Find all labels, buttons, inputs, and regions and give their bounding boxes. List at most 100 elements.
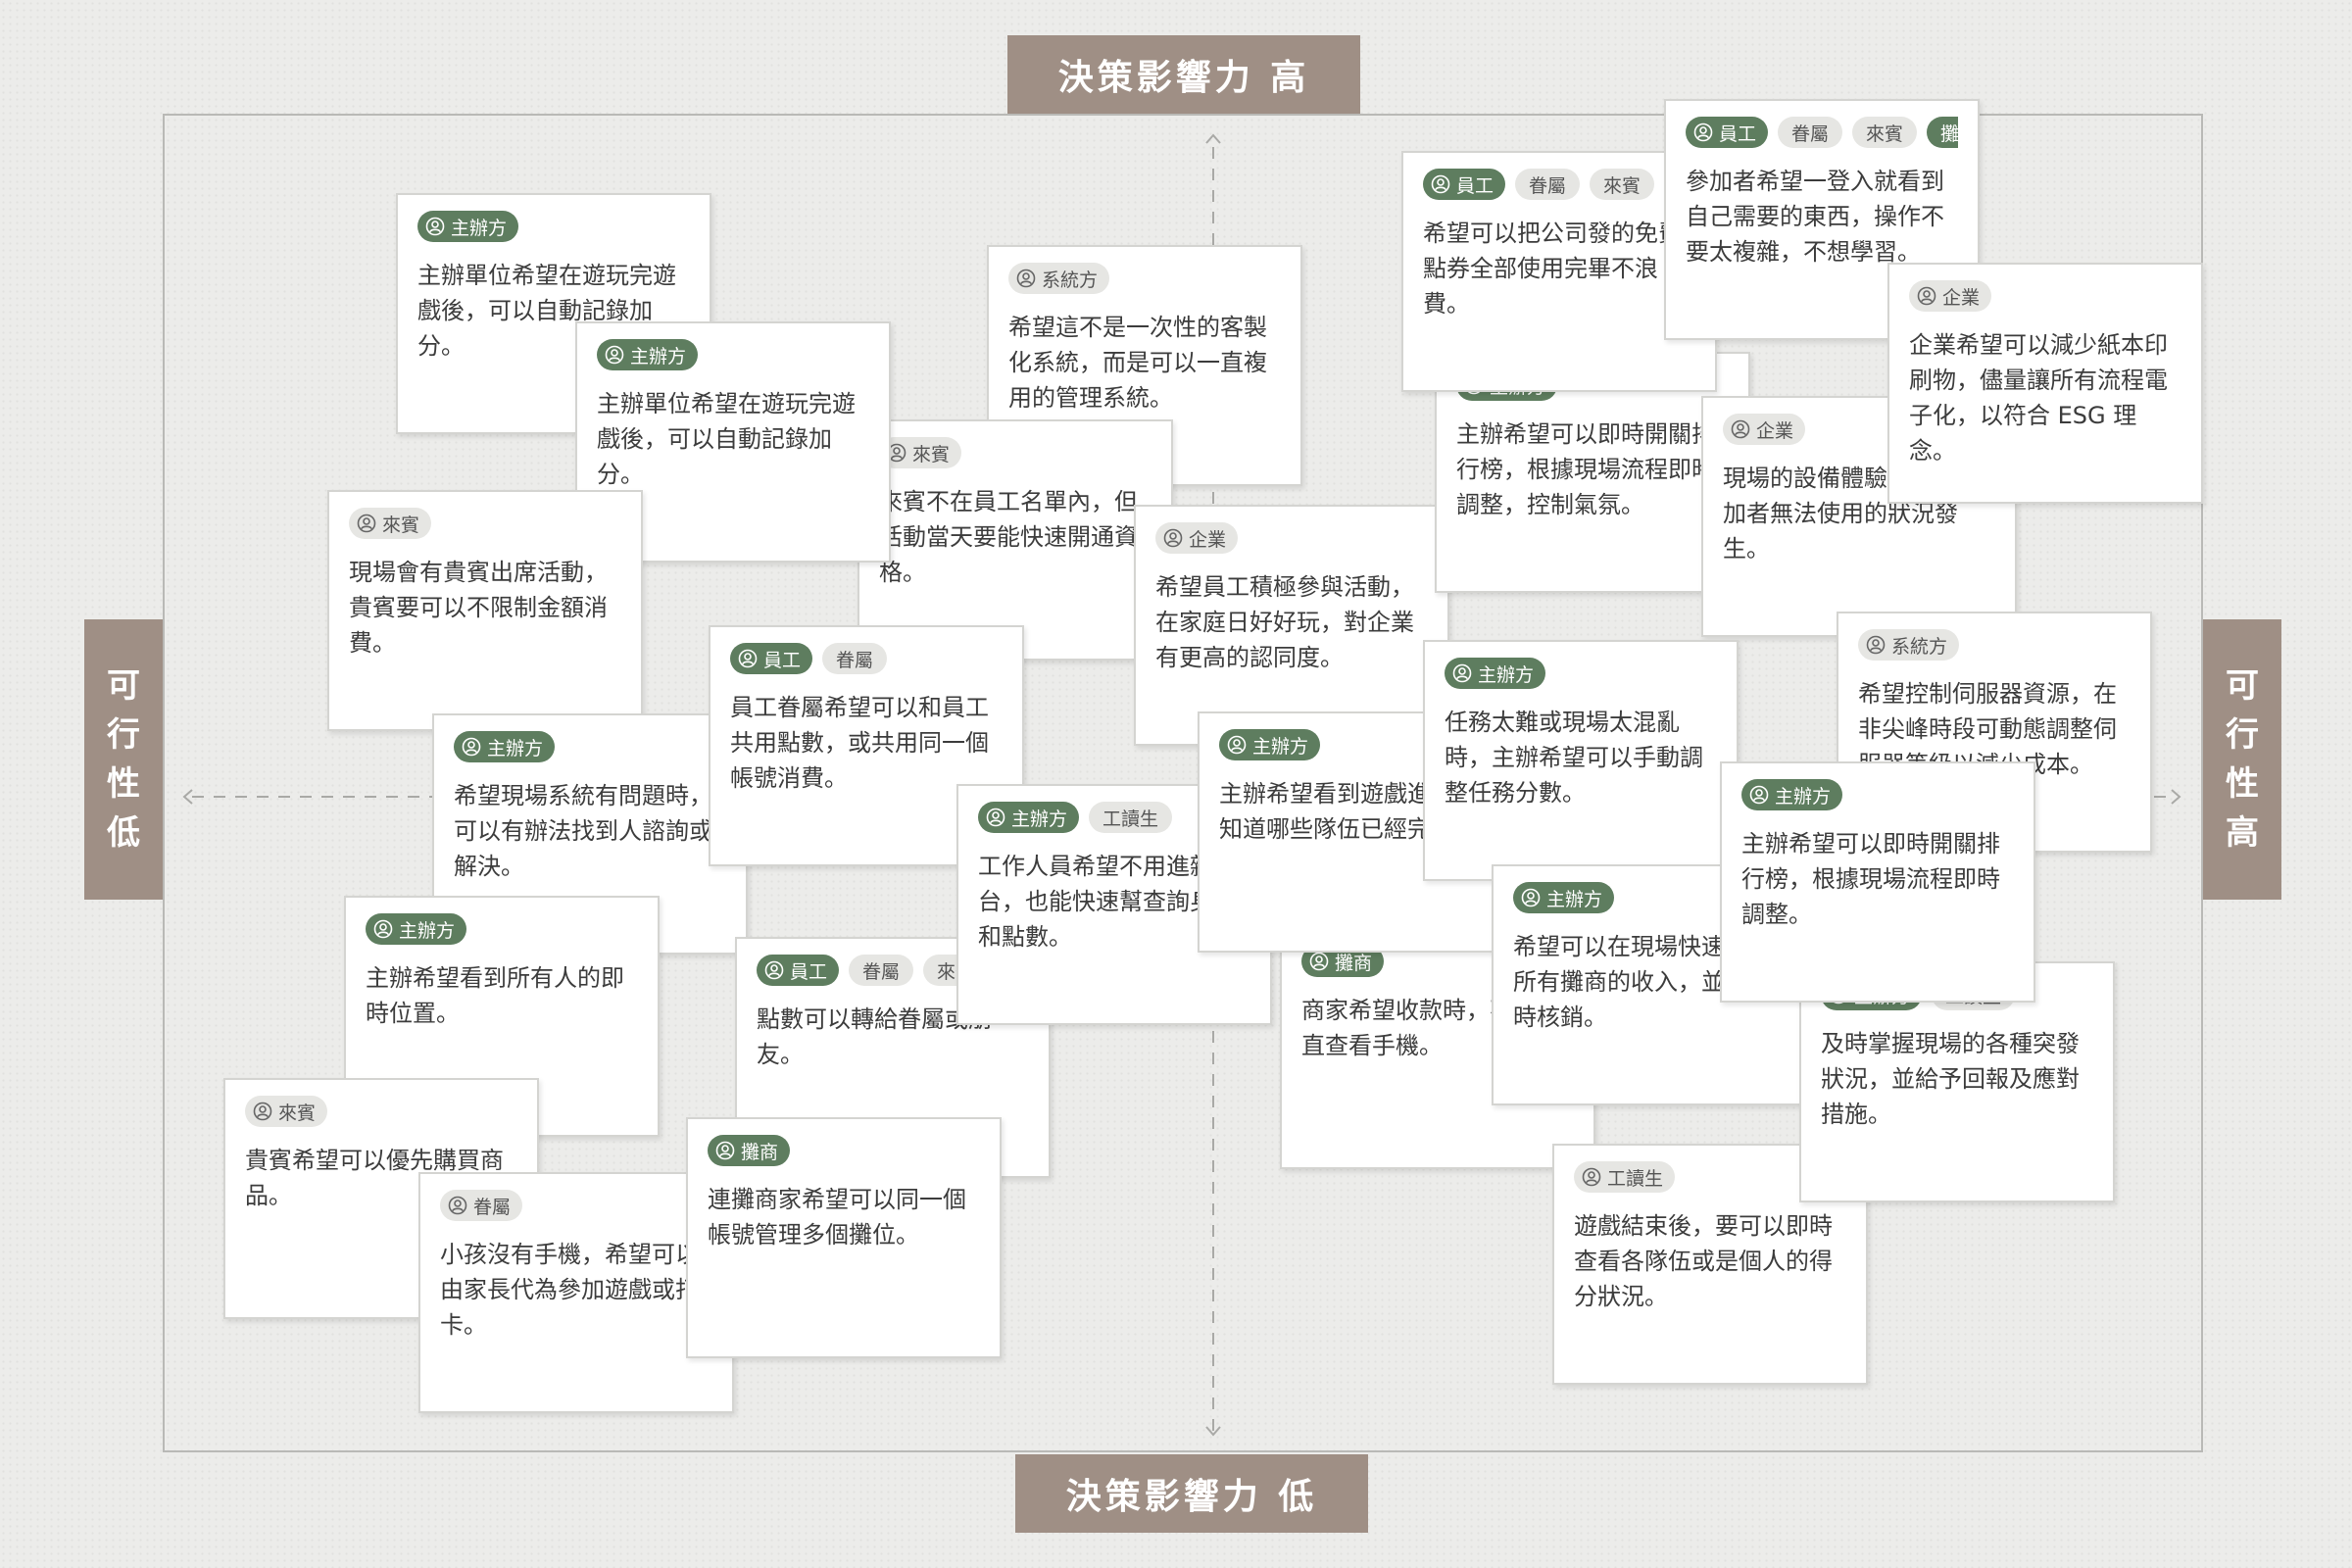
axis-label-top: 決策影響力 高 <box>1007 35 1360 114</box>
stakeholder-tag-label: 員工 <box>1719 122 1757 145</box>
user-icon <box>1866 635 1886 655</box>
user-icon <box>373 919 393 939</box>
stakeholder-tag: 攤商 <box>1927 117 1958 148</box>
stakeholder-tag-label: 主辦方 <box>1775 785 1832 808</box>
stakeholder-tag: 員工 <box>730 643 813 674</box>
sticky-note[interactable]: 企業企業希望可以減少紙本印刷物，儘量讓所有流程電子化，以符合 ESG 理念。 <box>1887 263 2203 504</box>
stakeholder-tags: 系統方 <box>1008 263 1281 294</box>
stakeholder-tag: 工讀生 <box>1089 802 1173 833</box>
sticky-note-text: 主辦希望看到所有人的即時位置。 <box>366 964 624 1027</box>
sticky-note[interactable]: 企業希望員工積極參與活動，在家庭日好好玩，對企業有更高的認同度。 <box>1134 505 1449 746</box>
stakeholder-tags: 主辦方 <box>597 339 869 370</box>
stakeholder-tag-label: 系統方 <box>1891 635 1948 658</box>
stakeholder-tag-label: 主辦方 <box>1478 663 1535 686</box>
stakeholder-tags: 工讀生 <box>1574 1161 1846 1193</box>
stakeholder-tags: 來賓 <box>349 508 621 539</box>
stakeholder-tag: 主辦方 <box>1219 729 1321 760</box>
axis-label-right: 可行性高 <box>2203 619 2281 900</box>
stakeholder-tag-label: 攤商 <box>1940 122 1958 145</box>
stakeholder-tag-label: 來賓 <box>912 443 951 466</box>
stakeholder-tag: 員工 <box>1423 169 1506 200</box>
arrow-up-icon <box>1205 133 1221 144</box>
user-icon <box>605 345 624 365</box>
stakeholder-tag-label: 攤商 <box>1335 952 1373 974</box>
stakeholder-tag: 主辦方 <box>1513 882 1615 913</box>
arrow-left-icon <box>182 789 193 805</box>
stakeholder-tag: 企業 <box>1723 414 1806 445</box>
stakeholder-tag-label: 來賓 <box>382 514 420 536</box>
sticky-note-text: 希望現場系統有問題時，可以有辦法找到人諮詢或解決。 <box>454 782 712 880</box>
stakeholder-tag-label: 員工 <box>790 960 828 983</box>
user-icon <box>738 649 758 668</box>
user-icon <box>462 737 481 757</box>
sticky-note[interactable]: 來賓來賓不在員工名單內，但活動當天要能快速開通資格。 <box>858 419 1173 661</box>
stakeholder-tag-label: 主辦方 <box>1546 888 1603 910</box>
stakeholder-tag-label: 來賓 <box>1866 122 1904 145</box>
sticky-note-text: 小孩沒有手機，希望可以由家長代為參加遊戲或打卡。 <box>440 1241 699 1339</box>
axis-label-bottom: 決策影響力 低 <box>1015 1454 1368 1533</box>
user-icon <box>715 1141 735 1160</box>
user-icon <box>1582 1167 1601 1187</box>
stakeholder-tag: 眷屬 <box>1778 117 1843 148</box>
stakeholder-tags: 企業 <box>1909 280 2181 312</box>
stakeholder-tag: 工讀生 <box>1574 1161 1676 1193</box>
stakeholder-tag: 來賓 <box>1852 117 1918 148</box>
stakeholder-tags: 員工眷屬來賓攤商 <box>1423 169 1695 200</box>
sticky-note[interactable]: 主辦方主辦希望可以即時開關排行榜，根據現場流程即時調整。 <box>1720 761 2035 1003</box>
stakeholder-tag-label: 主辦方 <box>451 217 508 239</box>
stakeholder-tag-label: 工讀生 <box>1102 808 1159 830</box>
sticky-note-text: 現場的設備體驗不可以參加者無法使用的狀況發生。 <box>1723 465 1982 563</box>
stakeholder-tag-label: 來賓 <box>1603 174 1642 197</box>
stakeholder-tags: 員工 眷屬 來賓 攤商 <box>1686 117 1958 148</box>
stakeholder-tags: 攤商 <box>708 1135 980 1166</box>
user-icon <box>1431 174 1450 194</box>
sticky-note[interactable]: 來賓現場會有貴賓出席活動，貴賓要可以不限制金額消費。 <box>327 490 643 731</box>
stakeholder-tag: 企業 <box>1909 280 1992 312</box>
stakeholder-tag-label: 來賓 <box>278 1102 317 1124</box>
stakeholder-tag: 眷屬 <box>849 955 914 986</box>
sticky-note[interactable]: 主辦方任務太難或現場太混亂時，主辦希望可以手動調整任務分數。 <box>1423 640 1739 881</box>
user-icon <box>1693 122 1713 142</box>
stakeholder-tag: 來賓 <box>245 1096 328 1127</box>
stakeholder-tag-label: 攤商 <box>741 1141 779 1163</box>
sticky-note-text: 企業希望可以減少紙本印刷物，儘量讓所有流程電子化，以符合 ESG 理念。 <box>1909 331 2168 465</box>
stakeholder-tag-label: 眷屬 <box>1529 174 1567 197</box>
stakeholder-tag: 系統方 <box>1858 629 1960 661</box>
stakeholder-tag-label: 主辦方 <box>630 345 687 368</box>
sticky-note-text: 員工眷屬希望可以和員工共用點數，或共用同一個帳號消費。 <box>730 694 989 792</box>
stakeholder-tag-label: 眷屬 <box>836 649 874 671</box>
stakeholder-tag-label: 眷屬 <box>1791 122 1830 145</box>
user-icon <box>357 514 376 533</box>
sticky-note[interactable]: 眷屬小孩沒有手機，希望可以由家長代為參加遊戲或打卡。 <box>418 1172 734 1413</box>
sticky-note-text: 希望這不是一次性的客製化系統，而是可以一直複用的管理系統。 <box>1008 314 1267 412</box>
user-icon <box>986 808 1005 827</box>
stakeholder-tags: 主辦方 <box>1219 729 1492 760</box>
sticky-note[interactable]: 工讀生遊戲結束後，要可以即時查看各隊伍或是個人的得分狀況。 <box>1552 1144 1868 1385</box>
stakeholder-tag-label: 主辦方 <box>1252 735 1309 758</box>
sticky-note-text: 來賓不在員工名單內，但活動當天要能快速開通資格。 <box>879 488 1138 586</box>
stakeholder-tags: 主辦方 <box>1741 779 2014 810</box>
sticky-note[interactable]: 主辦方主辦單位希望在遊玩完遊戲後，可以自動記錄加分。 <box>575 321 891 563</box>
sticky-note-text: 點數可以轉給眷屬或朋友。 <box>757 1005 992 1068</box>
sticky-note-text: 遊戲結束後，要可以即時查看各隊伍或是個人的得分狀況。 <box>1574 1212 1833 1310</box>
stakeholder-tag: 眷屬 <box>822 643 888 674</box>
stakeholder-tags: 主辦方工讀生 <box>978 802 1250 833</box>
stakeholder-tag-label: 企業 <box>1756 419 1794 442</box>
user-icon <box>1731 419 1750 439</box>
stakeholder-tag-label: 主辦方 <box>399 919 456 942</box>
stakeholder-tags: 系統方 <box>1858 629 2131 661</box>
stakeholder-tag: 來賓 <box>1590 169 1655 200</box>
stakeholder-tag-label: 眷屬 <box>862 960 901 983</box>
sticky-note-text: 貴賓希望可以優先購買商品。 <box>245 1147 504 1209</box>
stakeholder-tags: 主辦方 <box>417 211 690 242</box>
stakeholder-tag: 眷屬 <box>1515 169 1581 200</box>
user-icon <box>425 217 445 236</box>
stakeholder-tags: 企業 <box>1723 414 1995 445</box>
sticky-note[interactable]: 攤商連攤商家希望可以同一個帳號管理多個攤位。 <box>686 1117 1002 1358</box>
sticky-note-text: 主辦單位希望在遊玩完遊戲後，可以自動記錄加分。 <box>597 390 856 488</box>
stakeholder-tag: 員工 <box>1686 117 1769 148</box>
sticky-note-text: 及時掌握現場的各種突發狀況，並給予回報及應對措施。 <box>1821 1030 2080 1128</box>
stakeholder-tag: 主辦方 <box>1741 779 1843 810</box>
stakeholder-tags: 來賓 <box>245 1096 517 1127</box>
